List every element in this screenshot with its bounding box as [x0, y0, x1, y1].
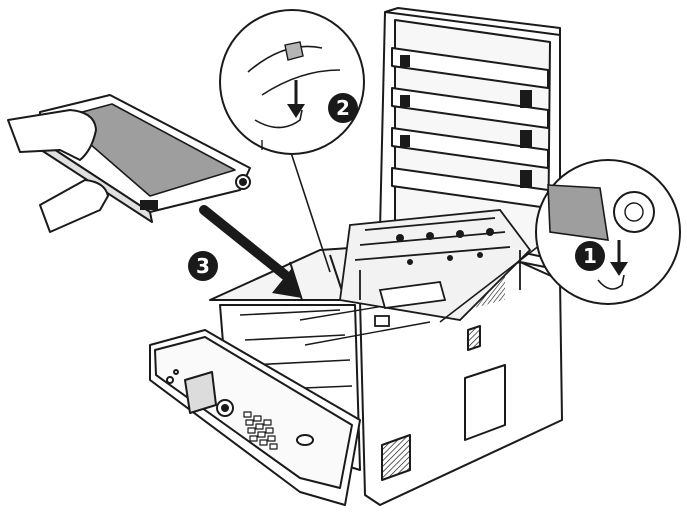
- release-knob-icon: [613, 191, 655, 233]
- step-2-detail-callout: [219, 9, 365, 273]
- hands: [7, 109, 109, 233]
- step-2-badge: 2: [328, 93, 358, 123]
- left-hand-icon: [7, 109, 97, 161]
- open-top-cover: [379, 7, 561, 271]
- step-3-badge: 3: [188, 251, 218, 281]
- insertion-arrow-icon: [199, 205, 302, 298]
- operator-panel: [149, 329, 361, 506]
- step-3-number: 3: [196, 254, 210, 278]
- internal-drum-assembly: [338, 209, 532, 327]
- step-1-badge: 1: [575, 241, 605, 271]
- lcd-display: [184, 371, 217, 414]
- open-button-icon: [296, 434, 314, 446]
- lever-down-arrow-icon: [610, 240, 628, 276]
- right-hand-icon: [39, 179, 109, 233]
- release-lever-arrow-icon: [287, 80, 305, 118]
- keypad: [243, 411, 278, 450]
- step-2-number: 2: [336, 96, 350, 120]
- step-1-detail-callout: [439, 159, 681, 323]
- step-1-number: 1: [583, 244, 597, 268]
